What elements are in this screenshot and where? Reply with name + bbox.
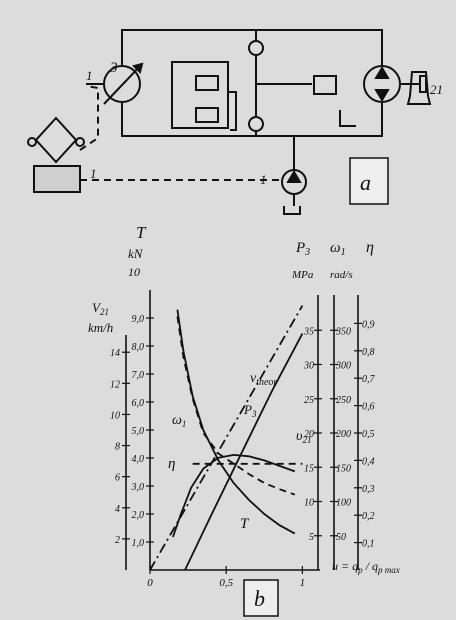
tick-label-eta: 0,7	[362, 374, 376, 385]
tick-label-P3: 5	[309, 532, 314, 543]
axis-p3-unit: MPa	[291, 269, 314, 281]
tick-label-T: 7,0	[132, 370, 145, 381]
tick-label-w1: 350	[335, 326, 351, 337]
tick-label-T: 2,0	[132, 510, 145, 521]
tick-label-T: 9,0	[132, 314, 145, 325]
series-line-3	[172, 453, 296, 538]
check-valve-lower	[248, 116, 264, 132]
tick-label-V21: 2	[115, 535, 120, 546]
tank-symbol	[283, 206, 301, 215]
tick-label-T: 8,0	[132, 342, 145, 353]
tick-label-w1: 50	[336, 532, 346, 543]
panel-a-label: a	[360, 170, 371, 195]
tick-label-eta: 0,9	[362, 319, 375, 330]
tick-label-V21: 14	[110, 348, 120, 359]
tick-label-eta: 0,4	[362, 456, 375, 467]
tick-label-V21: 6	[115, 473, 120, 484]
tick-label-P3: 30	[303, 361, 314, 372]
tick-label-T: 6,0	[132, 398, 145, 409]
tick-label-w1: 200	[336, 429, 351, 440]
output-device-symbol	[406, 71, 432, 105]
label-connector-left: 1	[86, 68, 93, 83]
tick-label-P3: 10	[304, 498, 314, 509]
tick-label-P3: 35	[303, 326, 314, 337]
axis-v21-title: V21	[92, 300, 109, 317]
series-line-1	[176, 316, 296, 496]
panel-b-label: b	[254, 586, 265, 611]
x-tick-label: 1	[300, 577, 306, 589]
tick-label-T: 5,0	[132, 426, 145, 437]
tick-label-V21: 10	[110, 410, 120, 421]
relief-valve	[313, 75, 337, 95]
x-axis-label: u = qp / qp max	[332, 559, 400, 575]
axis-w1-title: ω1	[330, 240, 346, 258]
x-tick-label: 0,5	[219, 577, 233, 589]
tick-label-P3: 15	[304, 463, 314, 474]
tick-label-eta: 0,5	[362, 429, 375, 440]
tick-label-eta: 0,6	[362, 402, 375, 413]
axis-t-title: T	[136, 223, 147, 242]
tick-label-eta: 0,1	[362, 539, 375, 550]
tick-label-V21: 12	[110, 379, 120, 390]
label-aux-pump: 1	[260, 172, 267, 187]
series-line-0	[176, 309, 296, 535]
axis-t-unit: kN	[128, 246, 144, 261]
tick-label-T: 1,0	[132, 538, 145, 549]
control-line-upper	[79, 85, 99, 151]
tick-label-w1: 250	[336, 395, 351, 406]
tick-label-w1: 100	[336, 498, 351, 509]
tick-label-P3: 25	[304, 395, 314, 406]
label-motor-out: 21	[430, 82, 443, 97]
tick-label-T: 4,0	[132, 454, 145, 465]
tick-label-V21: 8	[115, 442, 120, 453]
tick-label-eta: 0,2	[362, 511, 375, 522]
label-t: T	[240, 516, 250, 532]
label-pump: 3	[109, 60, 118, 76]
tick-label-V21: 4	[115, 504, 120, 515]
label-v21: υ21	[296, 429, 311, 445]
tick-label-w1: 300	[335, 361, 351, 372]
valve-block-outline	[171, 61, 229, 129]
label-w1: ω1	[172, 413, 186, 429]
tick-label-T: 3,0	[131, 482, 145, 493]
axis-t-top-label: 10	[128, 265, 140, 279]
tick-label-eta: 0,3	[362, 484, 375, 495]
check-valve-upper	[248, 40, 264, 56]
pump-variable-arrow	[103, 63, 143, 105]
label-vtheor: vtheor	[250, 371, 277, 388]
axis-v21-unit: km/h	[88, 320, 113, 335]
valve-box-lower	[195, 107, 219, 123]
axis-eta-title: η	[366, 239, 374, 256]
label-eta: η	[168, 456, 175, 472]
axis-p3-title: P3	[295, 240, 310, 258]
valve-box-upper	[195, 75, 219, 91]
engine-box	[33, 165, 81, 193]
tick-label-w1: 150	[336, 463, 351, 474]
axis-w1-unit: rad/s	[330, 269, 353, 281]
series-line-4	[149, 305, 304, 571]
governor-symbol	[34, 116, 78, 164]
tick-label-P3: 20	[304, 429, 314, 440]
panel-a-box	[349, 157, 389, 205]
series-line-5	[184, 333, 304, 571]
label-connector-mid: 1	[90, 166, 97, 181]
label-p3: P3	[243, 402, 257, 419]
tick-label-eta: 0,8	[362, 347, 375, 358]
x-tick-label: 0	[147, 577, 153, 589]
panel-b-box	[243, 579, 279, 617]
